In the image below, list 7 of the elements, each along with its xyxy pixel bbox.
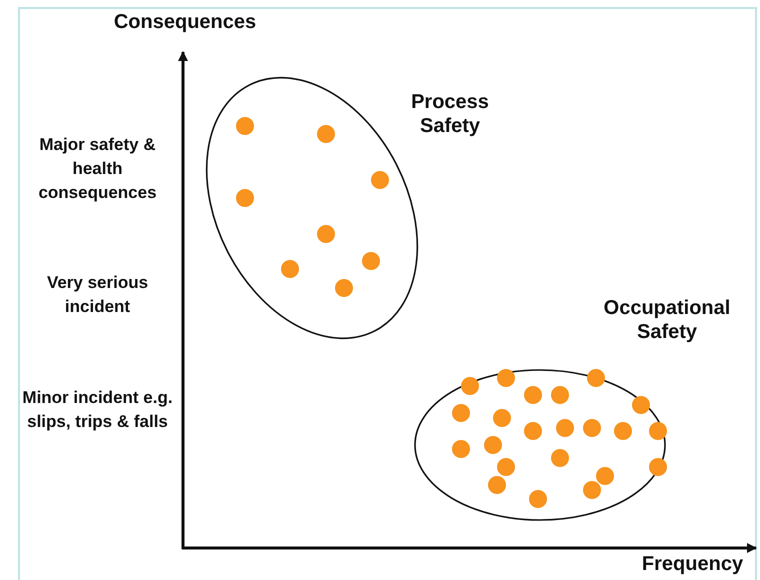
axis-title: Frequency — [640, 552, 744, 576]
axis-label: Major safety & health consequences — [37, 134, 158, 204]
cluster-heading: Occupational Safety — [602, 296, 732, 344]
axis-label: Very serious incident — [46, 272, 150, 318]
axis-title: Consequences — [112, 10, 258, 34]
cluster-heading: Process Safety — [410, 90, 490, 138]
axis-label: Minor incident e.g. slips, trips & falls — [21, 387, 174, 433]
